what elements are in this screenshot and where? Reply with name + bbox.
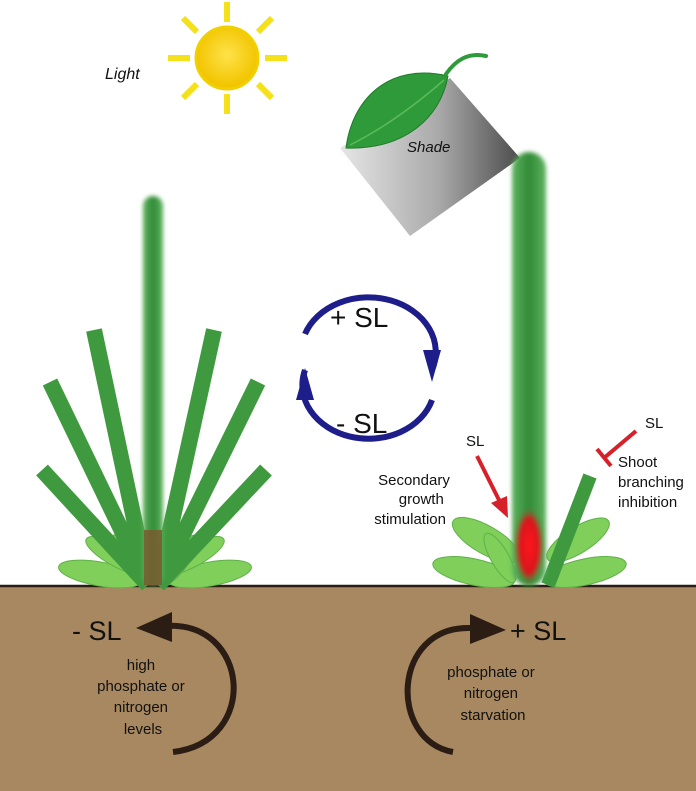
secondary-growth-line-2: growth [399,491,444,508]
shoot-branching-line-3: inhibition [618,494,677,511]
light-label: Light [105,66,140,83]
sl-branching-label: SL [645,415,663,432]
sl-secondary-label: SL [466,433,484,450]
soil-right-condition-label: phosphate or nitrogen starvation [447,664,539,724]
shade-label: Shade [407,139,450,156]
soil-left-condition-label: high phosphate or nitrogen levels [97,657,189,738]
soil-left-line-2: phosphate or [97,678,185,695]
soil-right-line-3: starvation [460,707,525,724]
soil-left-arrow [136,612,237,755]
secondary-growth-label: Secondary growth stimulation [374,472,454,528]
soil-left-line-3: nitrogen [114,699,168,716]
shoot-branching-line-2: branching [618,474,684,491]
shade-leaf-icon [340,53,520,236]
sl-cycle-arrows [296,294,441,442]
soil-right-line-1: phosphate or [447,664,535,681]
sun-icon [168,2,287,114]
secondary-growth-line-1: Secondary [378,472,450,489]
unbranched-plant [432,152,627,588]
sl-inhibition-arrow [595,429,638,468]
soil-right-line-2: nitrogen [464,685,518,702]
sl-stimulation-arrow [475,455,508,518]
cycle-bottom-label: - SL [336,408,387,439]
secondary-growth-line-3: stimulation [374,511,446,528]
cycle-top-label: + SL [330,302,388,333]
shoot-branching-label: Shoot branching inhibition [618,454,688,511]
shoot-branching-line-1: Shoot [618,454,658,471]
soil-right-arrow [404,614,506,755]
soil-right-sl-label: + SL [510,616,566,646]
soil-left-line-4: levels [124,721,162,738]
soil [0,586,696,791]
branched-plant [36,196,272,591]
soil-left-sl-label: - SL [72,616,122,646]
soil-left-line-1: high [127,657,155,674]
